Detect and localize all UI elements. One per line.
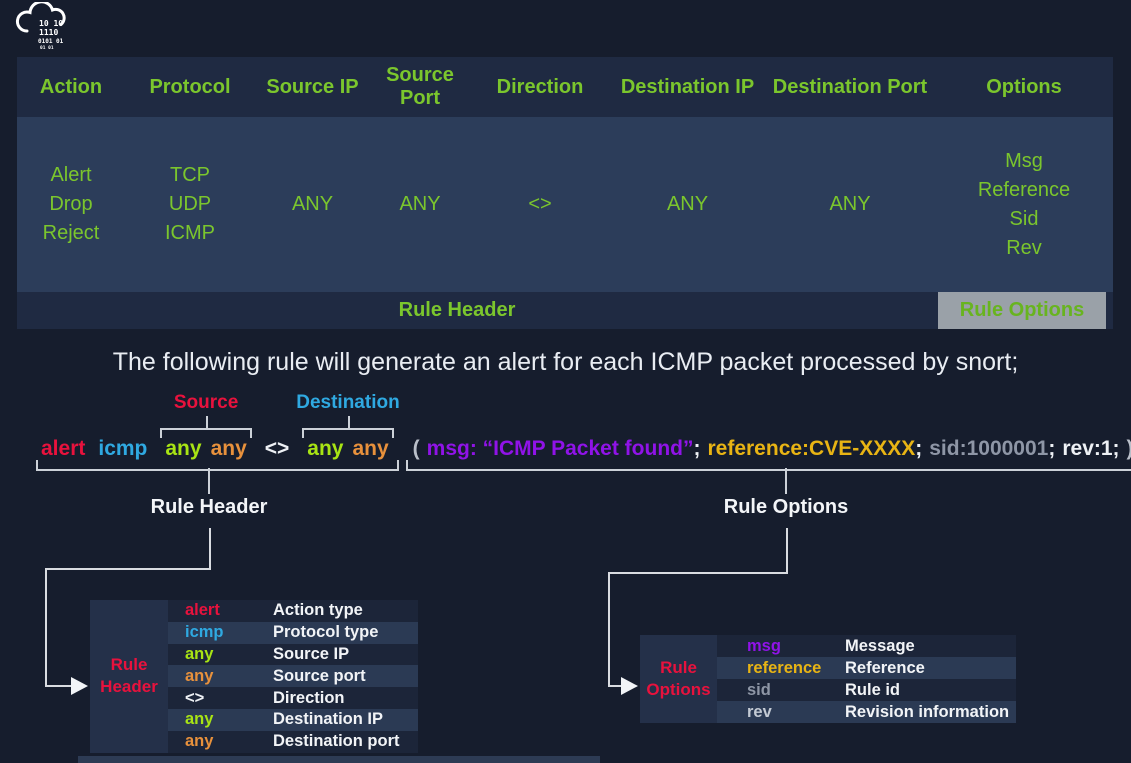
col-header-protocol: Protocol [149,75,231,98]
source-group: Source any any [160,392,252,461]
rule-header-brace-stem [208,468,210,494]
rule-options-breakdown-title: Rule Options [640,635,717,723]
rule-options-zone-chip: Rule Options [938,292,1106,329]
rule-header-underbrace [36,460,399,471]
source-stem-line [206,416,209,428]
rule-anatomy-table: Action Protocol Source IP Source Port Di… [17,57,1113,329]
destination-stem-line [347,416,350,428]
right-arrow-icon [71,677,88,695]
col-header-destination-port: Destination Port [772,75,928,98]
rule-options-breakdown-table: Rule Options msg Message reference Refer… [640,635,1016,723]
table-row: any Destination IP [168,708,418,731]
rule-header-breakdown-title: Rule Header [90,600,168,753]
token-msg: msg: “ICMP Packet found” [426,437,694,460]
partial-bottom-strip [78,756,600,763]
connector-left-upper [45,528,211,570]
rule-anatomy-table-footer: Rule Header Rule Options [17,292,1113,329]
token-reference: reference:CVE-XXXX [707,437,916,460]
direction-value: <> [528,193,552,215]
table-row: any Destination port [168,730,418,753]
right-arrow-icon [621,677,638,695]
rule-options-underbrace [405,460,1131,471]
reference-pair: reference:CVE-XXXX; [707,437,922,461]
table-row: sid Rule id [717,679,1016,701]
token-rev: rev:1; [1062,437,1120,460]
table-row: any Source IP [168,643,418,666]
action-values: Alert Drop Reject [42,164,100,244]
destination-port-value: ANY [829,193,871,215]
connector-right-lower [608,572,623,687]
svg-text:0101 01: 0101 01 [38,38,64,45]
rule-header-brace-label: Rule Header [150,496,268,518]
col-header-options: Options [986,75,1062,98]
table-row: msg Message [717,635,1016,657]
separator: ; [693,437,701,460]
source-bracket [160,428,252,438]
token-action: alert [41,437,86,460]
protocol-values: TCP UDP ICMP [165,164,215,244]
svg-text:10 10: 10 10 [39,19,63,28]
snort-rule-line: alert icmp Source any any <> Destination… [36,392,1131,471]
col-header-source-port: Source Port [386,64,454,109]
table-row: alert Action type [168,600,418,622]
token-src-port: any [210,437,247,460]
token-sid: sid:1000001 [929,437,1049,460]
token-paren-open: ( [412,437,420,460]
destination-group: Destination any any [296,392,399,461]
token-dst-port: any [352,437,389,460]
rule-options-part: ( msg: “ICMP Packet found”; reference:CV… [405,437,1131,471]
separator: ; [915,437,923,460]
connector-right-upper [608,528,788,574]
col-header-action: Action [39,75,103,98]
table-row: icmp Protocol type [168,621,418,644]
token-dst-ip: any [307,437,344,460]
table-row: <> Direction [168,687,418,709]
token-paren-close: ) [1127,437,1131,461]
rule-header-breakdown-table: Rule Header alert Action type icmp Proto… [90,600,418,753]
rule-header-zone-label: Rule Header [398,299,516,321]
col-header-direction: Direction [496,75,584,98]
destination-label: Destination [296,392,400,413]
msg-pair: msg: “ICMP Packet found”; [427,437,701,461]
col-header-destination-ip: Destination IP [620,75,755,98]
token-protocol: icmp [98,437,148,460]
rule-anatomy-table-body: Alert Drop Reject TCP UDP ICMP ANY ANY <… [17,117,1113,292]
destination-bracket [302,428,394,438]
rule-options-brace-stem [785,468,787,494]
col-header-source-ip: Source IP [266,75,359,98]
source-label: Source [173,392,239,413]
table-row: any Source port [168,665,418,688]
destination-ip-value: ANY [666,193,709,215]
source-port-value: ANY [399,193,441,215]
separator: ; [1048,437,1056,460]
svg-text:01 01: 01 01 [40,45,54,51]
options-values: Msg Reference Sid Rev [977,149,1071,259]
source-ip-value: ANY [291,193,334,215]
rule-header-part: alert icmp Source any any <> Destination… [36,392,400,471]
table-row: rev Revision information [717,701,1016,723]
token-src-ip: any [165,437,202,460]
token-direction: <> [264,437,290,460]
caption-text: The following rule will generate an aler… [112,348,1019,376]
rule-header-breakdown-rows: alert Action type icmp Protocol type any… [168,600,418,753]
svg-text:1110: 1110 [39,28,58,37]
table-row: reference Reference [717,657,1016,679]
binary-cloud-logo-icon: 10 10 1110 0101 01 01 01 [12,0,82,54]
connector-left-lower [45,568,73,687]
rule-options-brace-label: Rule Options [723,496,849,518]
rule-anatomy-table-header: Action Protocol Source IP Source Port Di… [17,57,1113,117]
sid-pair: sid:1000001; [929,437,1055,461]
rule-options-breakdown-rows: msg Message reference Reference sid Rule… [717,635,1016,723]
